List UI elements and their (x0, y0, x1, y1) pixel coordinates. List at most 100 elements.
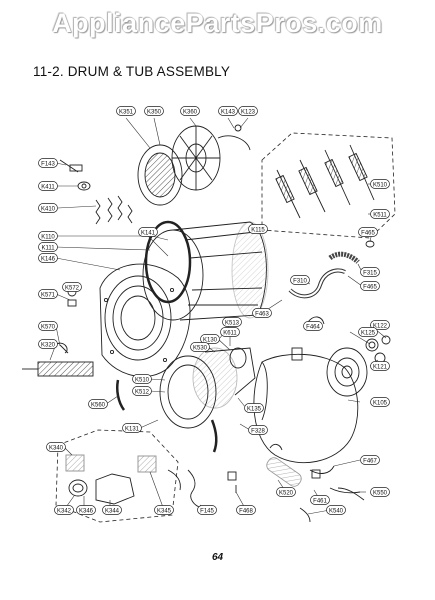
callout-k540: K540 (326, 505, 346, 515)
callout-label: K411 (41, 184, 55, 190)
callout-k410: K410 (38, 203, 58, 213)
callout-k350: K350 (144, 106, 164, 116)
callout-bubble (132, 386, 152, 396)
callout-label: K560 (91, 402, 106, 408)
callout-bubble (370, 397, 390, 407)
callout-label: K130 (203, 337, 218, 343)
callout-label: K570 (41, 324, 56, 330)
drain-pump (266, 443, 361, 523)
callout-f143: F143 (38, 158, 58, 168)
callout-label: K320 (41, 342, 56, 348)
callout-bubble (38, 321, 58, 331)
callout-bubble (370, 361, 390, 371)
callout-k110: K110 (38, 231, 58, 241)
callout-k345: K345 (154, 505, 174, 515)
callout-label: K351 (119, 109, 134, 115)
callout-bubble (358, 327, 378, 337)
callout-label: K346 (79, 508, 94, 514)
callout-f145: F145 (197, 505, 217, 515)
callout-k143: K143 (218, 106, 238, 116)
callout-k131: K131 (122, 423, 142, 433)
callout-bubble (218, 106, 238, 116)
callout-f464: F464 (303, 321, 323, 331)
callout-label: F464 (306, 324, 320, 330)
callout-k121: K121 (370, 361, 390, 371)
callout-k146: K146 (38, 253, 58, 263)
callout-label: K121 (373, 364, 388, 370)
callout-bubble (326, 505, 346, 515)
callout-k511: K511 (370, 209, 390, 219)
callout-label: K520 (279, 490, 294, 496)
callout-label: F328 (251, 428, 265, 434)
hoses (288, 240, 375, 325)
callout-bubble (370, 320, 390, 330)
callout-bubble (38, 253, 58, 263)
callout-label: F461 (313, 498, 327, 504)
callout-label: K143 (221, 109, 236, 115)
callout-label: K512 (135, 389, 150, 395)
callout-k130: K130 (200, 334, 220, 344)
callout-label: F467 (363, 458, 377, 464)
callout-label: K135 (247, 406, 262, 412)
callout-k571: K571 (38, 289, 58, 299)
callout-k320: K320 (38, 339, 58, 349)
callout-bubble (244, 403, 264, 413)
callout-label: F468 (239, 508, 253, 514)
callout-bubble (138, 227, 158, 237)
callout-bubble (370, 179, 390, 189)
callout-label: K611 (223, 330, 237, 336)
callout-label: K125 (361, 330, 376, 336)
callout-k340: K340 (46, 442, 66, 452)
callout-bubble (370, 209, 390, 219)
callout-f310: F310 (290, 275, 310, 285)
callout-label: F315 (363, 270, 377, 276)
callout-k122: K122 (370, 320, 390, 330)
callout-k111: K111 (38, 242, 58, 252)
callout-k344: K344 (102, 505, 122, 515)
callout-bubble (238, 106, 258, 116)
callout-bubble (360, 455, 380, 465)
callout-bubble (144, 106, 164, 116)
callout-label: K540 (329, 508, 344, 514)
callout-label: K123 (241, 109, 256, 115)
callout-bubble (197, 505, 217, 515)
callout-bubble (38, 339, 58, 349)
drum-cylinder (142, 220, 269, 321)
callout-bubble (54, 505, 74, 515)
callout-k123: K123 (238, 106, 258, 116)
callout-bubble (236, 505, 256, 515)
callout-bubble (38, 158, 58, 168)
callout-bubble (154, 505, 174, 515)
callout-label: F145 (200, 508, 214, 514)
callout-bubble (358, 227, 378, 237)
callout-bubble (38, 289, 58, 299)
callout-bubble (190, 342, 210, 352)
callout-bubble (132, 374, 152, 384)
callout-label: K122 (373, 323, 388, 329)
callout-k611: K611 (220, 327, 240, 337)
callout-label: K344 (105, 508, 120, 514)
callout-k411: K411 (38, 181, 58, 191)
callout-label: K510 (373, 182, 388, 188)
callout-k510: K510 (370, 179, 390, 189)
callout-label: K111 (41, 245, 55, 251)
callout-k530: K530 (190, 342, 210, 352)
callout-bubble (370, 487, 390, 497)
inlet-group-outline (55, 429, 179, 523)
callout-k572: K572 (62, 282, 82, 292)
callout-label: K110 (41, 234, 55, 240)
inlet-valve-assembly (65, 454, 181, 505)
callout-k570: K570 (38, 321, 58, 331)
callout-f465: F465 (358, 227, 378, 237)
callout-k346: K346 (76, 505, 96, 515)
rear-tub (253, 335, 391, 463)
callout-bubble (88, 399, 108, 409)
callout-label: K360 (183, 109, 198, 115)
callout-f467: F467 (360, 455, 380, 465)
page-number: 64 (211, 552, 224, 563)
heater-and-clamps (22, 287, 94, 377)
callout-k360: K360 (180, 106, 200, 116)
callout-bubble (38, 203, 58, 213)
callout-bubble (46, 442, 66, 452)
